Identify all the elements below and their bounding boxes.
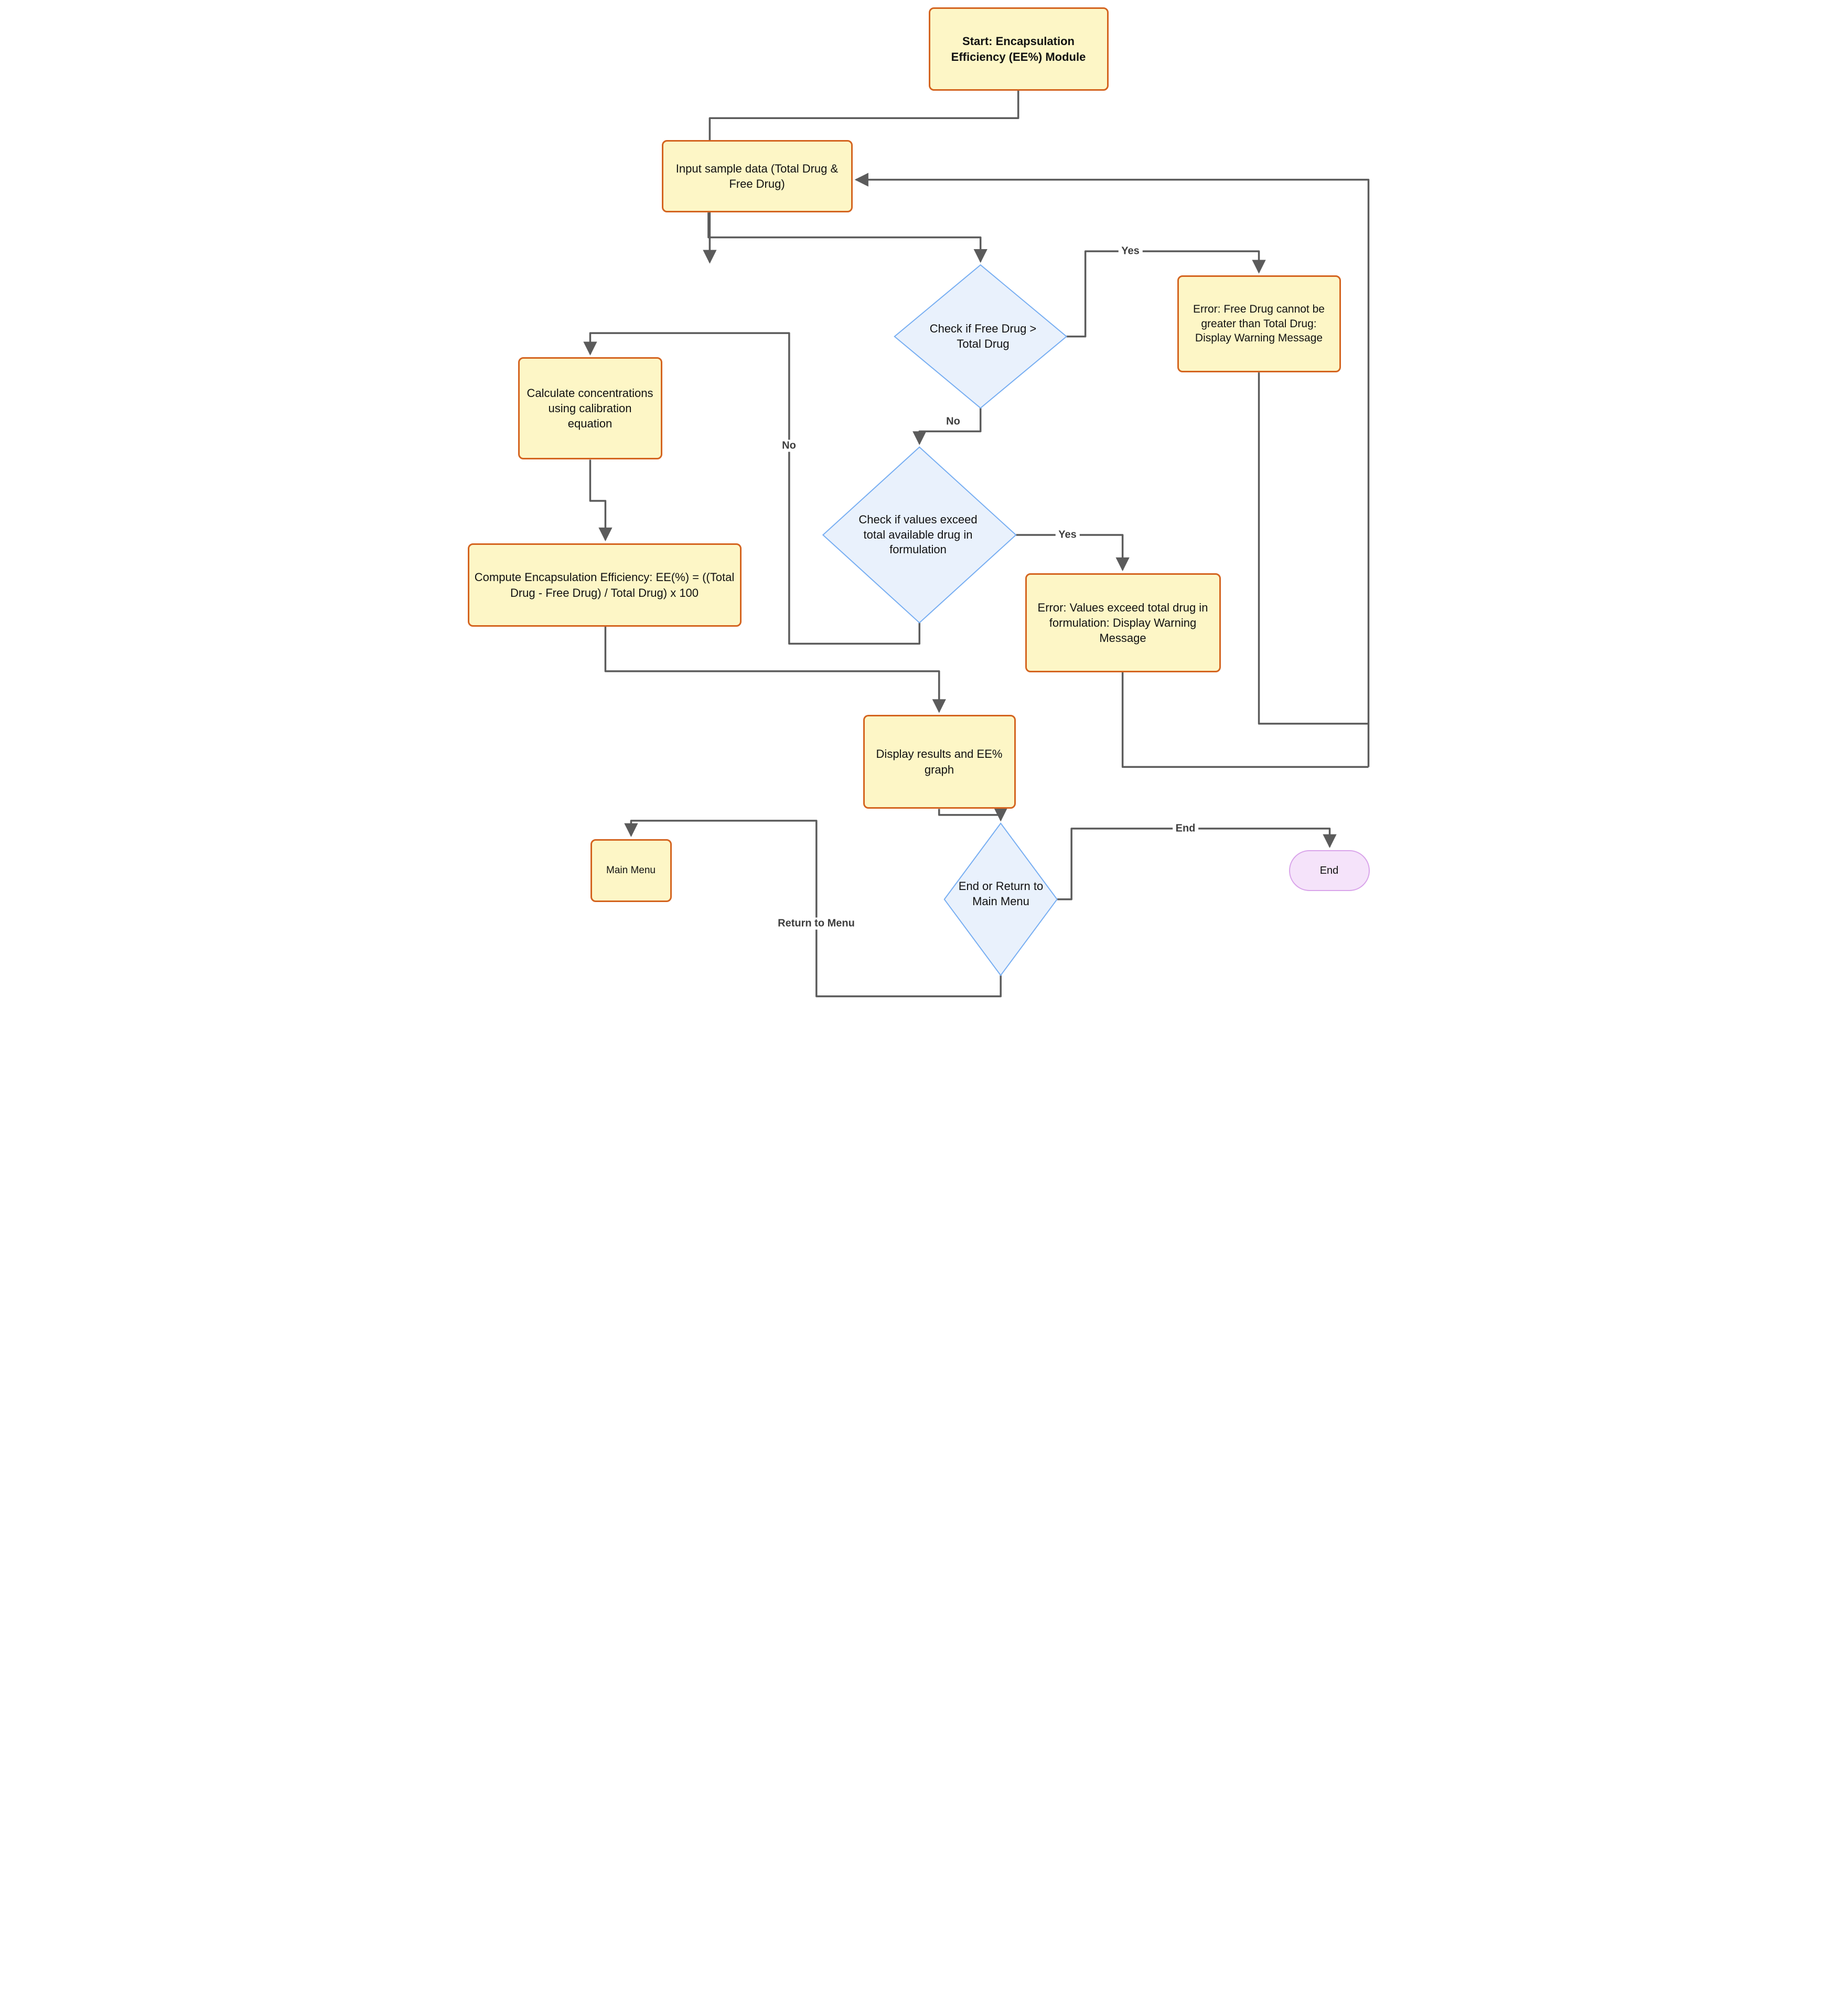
edge-display-check3 xyxy=(938,808,1007,822)
edge-calculate-compute xyxy=(589,459,613,542)
input-sample-label: Input sample data (Total Drug & Free Dru… xyxy=(675,162,839,190)
error-free-drug-label: Error: Free Drug cannot be greater than … xyxy=(1193,303,1325,345)
edge-label-no-2: No xyxy=(779,439,799,452)
calculate-concentrations-label: Calculate concentrations using calibrati… xyxy=(527,386,653,431)
error-values-exceed-node: Error: Values exceed total drug in formu… xyxy=(1025,573,1221,672)
start-label: Start: Encapsulation Efficiency (EE%) Mo… xyxy=(951,35,1086,63)
edge-label-end: End xyxy=(1172,822,1199,835)
edge-check1-check2 xyxy=(912,408,981,445)
main-menu-label: Main Menu xyxy=(606,865,656,876)
compute-ee-node: Compute Encapsulation Efficiency: EE(%) … xyxy=(467,543,742,627)
decision-end-shape xyxy=(943,822,1058,977)
decision-free-drug-shape xyxy=(893,264,1067,409)
edge-check3-mainmenu xyxy=(624,820,1002,998)
compute-ee-label: Compute Encapsulation Efficiency: EE(%) … xyxy=(474,571,735,599)
decision-free-drug-text: Check if Free Drug > Total Drug xyxy=(926,297,1041,376)
decision-values-exceed-label: Check if values exceed total available d… xyxy=(858,513,978,556)
end-text: End xyxy=(1175,822,1196,834)
edge-label-return-to-menu: Return to Menu xyxy=(775,917,858,930)
display-results-node: Display results and EE% graph xyxy=(863,715,1016,809)
edge-error2-rejoin xyxy=(1121,672,1369,768)
edge-check1-error1 xyxy=(1066,250,1266,338)
edge-label-yes-1: Yes xyxy=(1118,245,1143,258)
edge-label-yes-2: Yes xyxy=(1055,529,1080,541)
decision-values-exceed-text: Check if values exceed total available d… xyxy=(850,488,986,582)
edge-check2-error2 xyxy=(1015,534,1130,572)
yes-2-text: Yes xyxy=(1058,529,1077,541)
no-1-text: No xyxy=(946,415,960,427)
error-values-exceed-label: Error: Values exceed total drug in formu… xyxy=(1037,600,1208,645)
edge-label-no-1: No xyxy=(943,415,963,428)
edge-compute-display xyxy=(604,626,946,713)
display-results-label: Display results and EE% graph xyxy=(876,747,1003,776)
decision-end-text: End or Return to Main Menu xyxy=(954,855,1048,934)
decision-end-label: End or Return to Main Menu xyxy=(958,880,1044,908)
start-node: Start: Encapsulation Efficiency (EE%) Mo… xyxy=(928,7,1109,91)
error-free-drug-node: Error: Free Drug cannot be greater than … xyxy=(1177,275,1341,372)
edge-check2-calculate xyxy=(583,332,920,645)
yes-1-text: Yes xyxy=(1121,245,1140,257)
main-menu-node: Main Menu xyxy=(590,839,672,902)
input-sample-node: Input sample data (Total Drug & Free Dru… xyxy=(661,140,853,212)
decision-values-exceed-shape xyxy=(822,446,1017,624)
end-node-label: End xyxy=(1319,864,1339,876)
flowchart-canvas: Start: Encapsulation Efficiency (EE%) Mo… xyxy=(459,0,1377,1008)
return-to-menu-text: Return to Menu xyxy=(778,917,855,929)
edge-feedback-input xyxy=(854,173,1369,767)
edge-error1-rejoin xyxy=(1258,372,1369,725)
decision-free-drug-label: Check if Free Drug > Total Drug xyxy=(929,322,1037,350)
calculate-concentrations-node: Calculate concentrations using calibrati… xyxy=(518,357,662,459)
end-node: End xyxy=(1289,850,1370,891)
edge-input-check1 xyxy=(707,212,987,263)
no-2-text: No xyxy=(782,439,796,452)
edge-check3-end xyxy=(1057,828,1337,900)
flow-connectors xyxy=(583,90,1369,998)
